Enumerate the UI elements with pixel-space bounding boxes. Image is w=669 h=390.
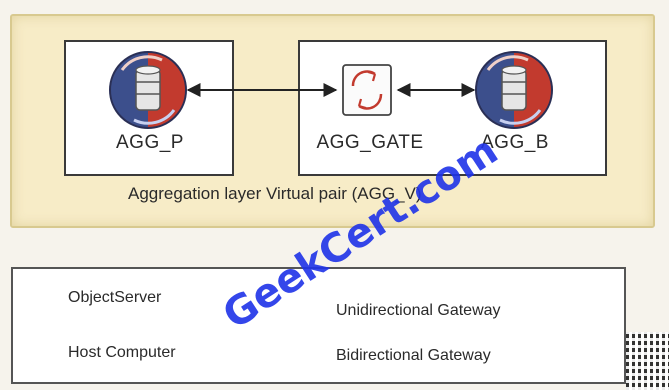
legend-label-bidirectional-gateway: Bidirectional Gateway bbox=[336, 347, 491, 364]
node-label-agg-b: AGG_B bbox=[481, 132, 549, 153]
node-label-agg-p: AGG_P bbox=[116, 132, 184, 153]
qr-code-pattern bbox=[626, 332, 669, 390]
legend-label-host-computer: Host Computer bbox=[68, 344, 176, 361]
host-computer-agg-p bbox=[64, 40, 234, 176]
legend-label-objectserver: ObjectServer bbox=[68, 289, 162, 306]
aggregation-layer-label: Aggregation layer Virtual pair (AGG_V) bbox=[128, 184, 422, 203]
legend-label-unidirectional-gateway: Unidirectional Gateway bbox=[336, 302, 501, 319]
legend-box bbox=[11, 267, 626, 384]
node-label-agg-gate: AGG_GATE bbox=[316, 132, 424, 153]
